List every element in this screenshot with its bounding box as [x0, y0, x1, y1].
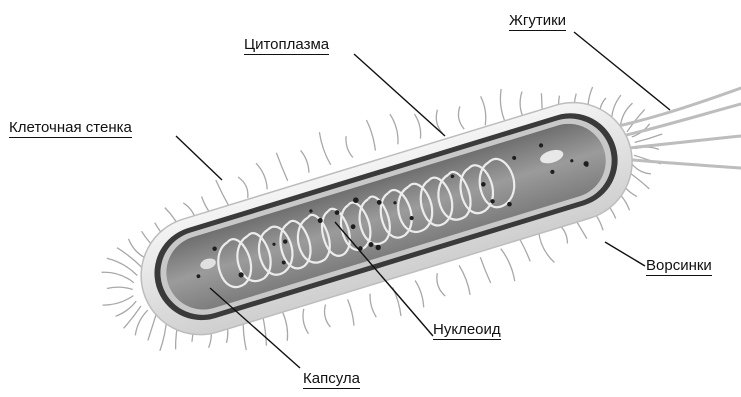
pilus [415, 281, 424, 308]
pilus [437, 273, 445, 296]
label-cell-wall-text: Клеточная стенка [9, 119, 132, 138]
pilus [366, 120, 375, 151]
pilus [481, 96, 486, 125]
pilus [348, 299, 354, 325]
pilus [319, 132, 330, 165]
pilus [459, 265, 470, 294]
label-nucleoid-text: Нуклеоид [433, 321, 501, 340]
pilus [390, 114, 398, 144]
label-pili-text: Ворсинки [646, 257, 712, 276]
label-cytoplasm: Цитоплазма [244, 36, 329, 53]
pilus [631, 163, 651, 174]
pilus [238, 177, 248, 198]
pilus [283, 313, 288, 341]
leader-cell-wall [176, 136, 222, 180]
label-pili: Ворсинки [646, 257, 712, 274]
pilus [303, 309, 309, 334]
pilus [256, 163, 267, 189]
pilus [216, 180, 230, 207]
pilus [436, 110, 442, 134]
pilus [539, 231, 555, 262]
label-nucleoid: Нуклеоид [433, 321, 501, 338]
pilus [520, 240, 530, 261]
pilus [635, 134, 663, 142]
pilus [500, 89, 505, 123]
pilus [148, 314, 157, 341]
label-cytoplasm-text: Цитоплазма [244, 36, 329, 55]
pilus [325, 305, 331, 328]
label-cell-wall: Клеточная стенка [9, 119, 132, 136]
pilus [370, 294, 376, 317]
pilus [102, 272, 134, 283]
pilus [107, 287, 133, 289]
pilus [501, 249, 515, 282]
pilus [103, 296, 134, 306]
label-capsule: Капсула [303, 370, 360, 387]
label-capsule-text: Капсула [303, 370, 360, 389]
label-flagella-text: Жгутики [509, 12, 566, 31]
pilus [480, 257, 490, 283]
leader-pili [605, 242, 645, 266]
pilus [458, 106, 464, 129]
pilus [414, 114, 420, 139]
pilus [135, 310, 148, 335]
pilus [263, 316, 267, 346]
pilus [117, 248, 142, 268]
pilus [393, 287, 401, 316]
pilus [301, 150, 309, 172]
pilus [276, 153, 287, 181]
pilus [346, 136, 353, 157]
label-flagella: Жгутики [509, 12, 566, 29]
